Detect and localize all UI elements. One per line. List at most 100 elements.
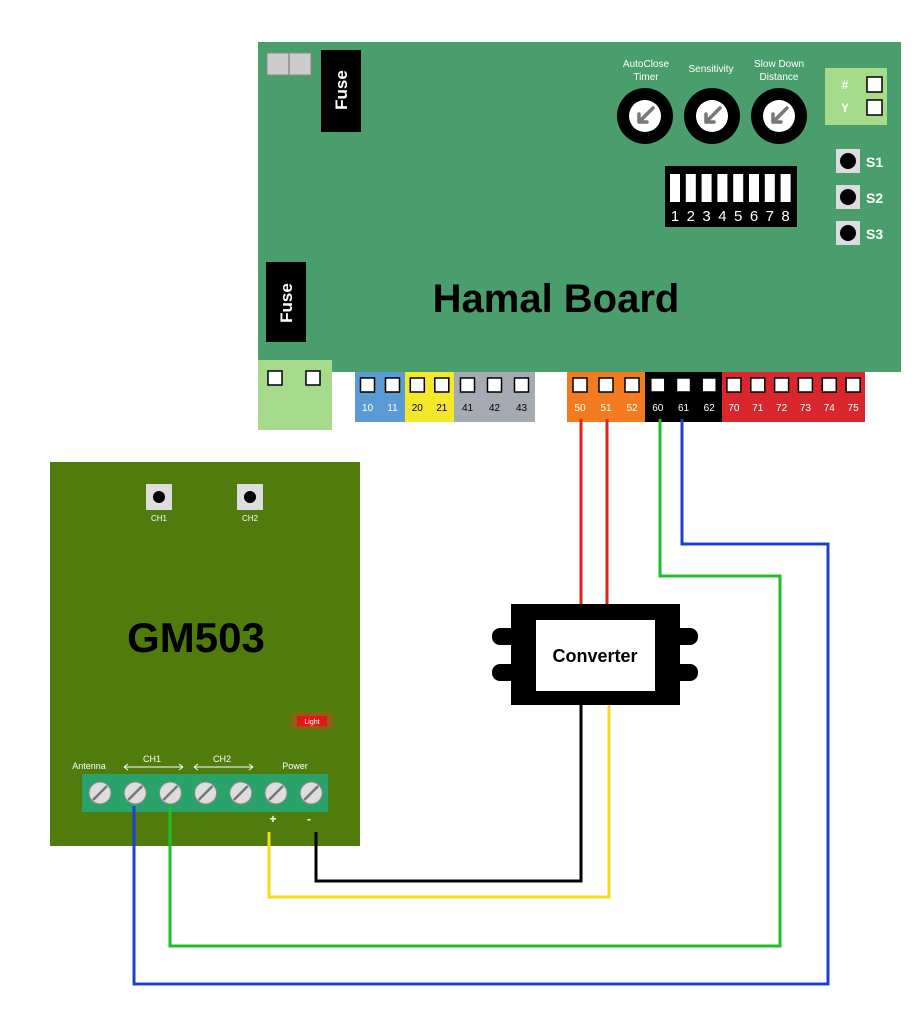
terminal-slot-74[interactable] — [821, 377, 838, 393]
dip-lever-4[interactable] — [717, 174, 728, 202]
screw-terminal-1[interactable] — [88, 781, 112, 805]
ch2-terminal-arrow — [193, 763, 254, 771]
switch-s3-label: S3 — [866, 226, 883, 242]
screw-terminal-2[interactable] — [123, 781, 147, 805]
dip-lever-5[interactable] — [733, 174, 744, 202]
power-label: Power — [282, 761, 308, 771]
screw-terminal-4[interactable] — [194, 781, 218, 805]
terminal-slot-11[interactable] — [384, 377, 401, 393]
terminal-slot-43[interactable] — [513, 377, 530, 393]
power-plus-label: + — [269, 812, 276, 826]
pot-slowdown-label-2: Distance — [760, 72, 799, 83]
terminal-label-74: 74 — [824, 403, 836, 414]
terminal-slot-51[interactable] — [598, 377, 614, 393]
dip-lever-3[interactable] — [701, 174, 712, 202]
terminal-slot-52[interactable] — [624, 377, 640, 393]
dip-label-2: 2 — [687, 208, 695, 225]
terminal-slot-10[interactable] — [359, 377, 376, 393]
wire-yellow-plus — [267, 705, 611, 899]
pot-slowdown-label-1: Slow Down — [754, 59, 804, 70]
antenna-label: Antenna — [72, 761, 106, 771]
terminal-label-43: 43 — [516, 403, 528, 414]
converter: Converter — [492, 604, 698, 705]
ch2-button-label: CH2 — [242, 514, 259, 523]
pot-sensitivity-label: Sensitivity — [688, 64, 733, 75]
pot-autoclose-label-2: Timer — [633, 72, 659, 83]
pot-autoclose-knob[interactable] — [617, 88, 673, 144]
pot-slowdown-knob[interactable] — [751, 88, 807, 144]
terminal-label-72: 72 — [776, 403, 788, 414]
terminal-slot-71[interactable] — [750, 377, 766, 393]
terminal-label-60: 60 — [652, 403, 664, 414]
wire-black-minus — [314, 705, 583, 883]
fuse-top — [321, 50, 361, 132]
screw-terminal-6[interactable] — [264, 781, 288, 805]
wire-green-60 — [168, 419, 782, 948]
screw-terminal-5[interactable] — [229, 781, 253, 805]
dip-lever-6[interactable] — [749, 174, 759, 202]
ch1-terminal-label: CH1 — [143, 754, 161, 764]
dip-lever-8[interactable] — [780, 174, 791, 202]
switch-s1-label: S1 — [866, 154, 883, 170]
power-connector-slot-1 — [267, 370, 283, 386]
terminal-slot-21[interactable] — [434, 377, 450, 393]
ch1-terminal-arrow — [123, 763, 184, 771]
screw-terminal-3[interactable] — [158, 781, 182, 805]
dip-switch — [665, 166, 797, 227]
terminal-label-70: 70 — [728, 403, 740, 414]
terminal-label-20: 20 — [412, 403, 424, 414]
terminal-slot-62[interactable] — [701, 377, 717, 393]
terminal-slot-61[interactable] — [675, 377, 692, 393]
terminal-label-11: 11 — [387, 403, 398, 414]
dip-lever-2[interactable] — [685, 174, 696, 202]
ch2-terminal-label: CH2 — [213, 754, 231, 764]
terminal-label-21: 21 — [436, 403, 448, 414]
jumper-y-label: Y — [841, 101, 849, 115]
terminal-slot-41[interactable] — [459, 377, 476, 393]
dip-label-7: 7 — [766, 208, 774, 225]
light-led-label: Light — [304, 719, 319, 726]
jumper-hash-label: # — [842, 78, 849, 92]
terminal-label-61: 61 — [678, 403, 690, 414]
terminal-slot-72[interactable] — [773, 377, 790, 393]
dip-lever-1[interactable] — [670, 174, 680, 202]
terminal-slot-50[interactable] — [572, 377, 588, 393]
terminal-slot-60[interactable] — [650, 377, 666, 393]
gm503-board: CH1 CH2 GM503 Light Antenna CH1 CH2 Powe… — [50, 462, 360, 846]
terminal-slot-42[interactable] — [486, 377, 503, 393]
switch-s3[interactable] — [836, 221, 860, 245]
switch-s2-label: S2 — [866, 190, 883, 206]
ch1-button[interactable] — [146, 484, 172, 510]
switch-s1[interactable] — [836, 149, 860, 173]
jumper-hash-slot[interactable] — [866, 76, 883, 93]
terminal-label-50: 50 — [574, 403, 586, 414]
power-minus-label: - — [307, 812, 311, 826]
terminal-label-52: 52 — [626, 403, 638, 414]
dip-label-3: 3 — [702, 208, 710, 225]
pot-sensitivity-knob[interactable] — [684, 88, 740, 144]
terminal-slot-20[interactable] — [409, 377, 426, 393]
terminal-slot-73[interactable] — [797, 377, 814, 393]
terminal-label-51: 51 — [600, 403, 612, 414]
terminal-group-70-75 — [722, 372, 865, 422]
dip-lever-7[interactable] — [764, 174, 775, 202]
hamal-board-title: Hamal Board — [433, 277, 680, 321]
ch1-button-label: CH1 — [151, 514, 168, 523]
dip-label-5: 5 — [734, 208, 742, 225]
dip-label-6: 6 — [750, 208, 758, 225]
terminal-label-71: 71 — [752, 403, 764, 414]
gm503-title: GM503 — [127, 614, 265, 661]
terminal-slot-75[interactable] — [845, 377, 861, 393]
wires — [132, 419, 830, 986]
switch-s2[interactable] — [836, 185, 860, 209]
screw-terminal-7[interactable] — [299, 781, 323, 805]
terminal-label-10: 10 — [362, 403, 374, 414]
terminal-label-62: 62 — [704, 403, 716, 414]
jumper-y-slot[interactable] — [866, 99, 883, 116]
fuse-bottom — [266, 262, 306, 342]
fuse-top-label: Fuse — [332, 70, 351, 110]
hamal-board: Fuse Fuse AutoClose Timer Sensitivity Sl… — [258, 42, 901, 430]
ch2-button[interactable] — [237, 484, 263, 510]
terminal-slot-70[interactable] — [726, 377, 742, 393]
